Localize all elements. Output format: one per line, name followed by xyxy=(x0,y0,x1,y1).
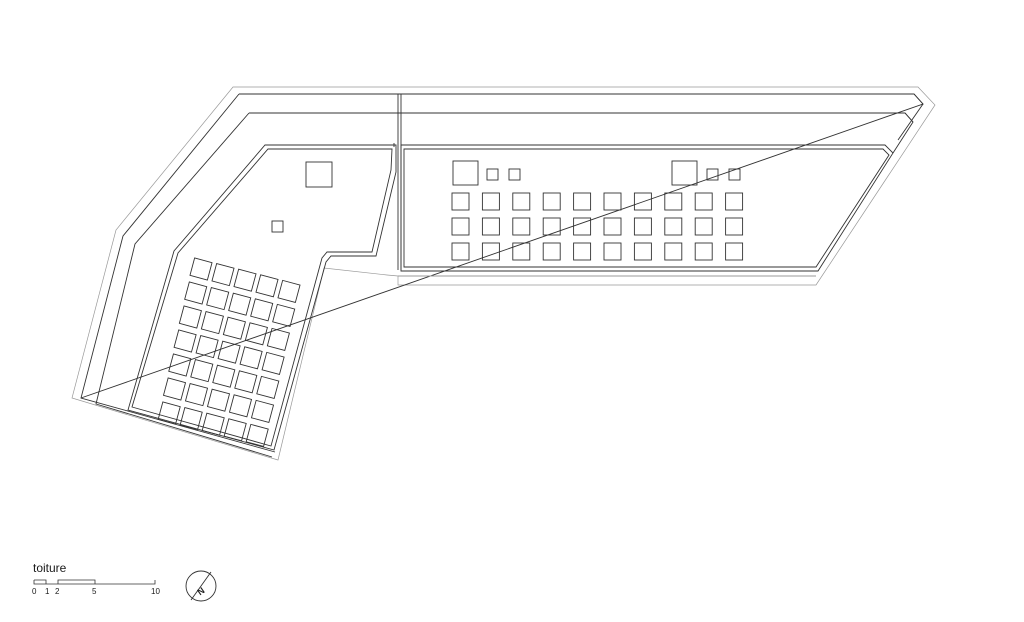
roof-hatch-large xyxy=(452,160,479,186)
skylight xyxy=(512,192,531,211)
west-roof-field xyxy=(127,144,397,451)
skylight xyxy=(603,217,622,236)
roof-hatch-large xyxy=(671,160,698,186)
skylight xyxy=(573,242,592,261)
skylight xyxy=(542,192,561,211)
skylight xyxy=(725,242,744,261)
skylight xyxy=(451,242,470,261)
skylight xyxy=(481,242,500,261)
drawing-title: toiture xyxy=(33,561,67,575)
roof-hatch-small xyxy=(508,168,521,181)
skylight xyxy=(184,281,208,305)
skylight xyxy=(217,340,241,364)
skylight xyxy=(633,242,652,261)
parapet-east-end xyxy=(892,93,924,154)
scale-tick-0: 0 xyxy=(32,587,37,596)
skylight xyxy=(633,217,652,236)
skylight xyxy=(178,305,202,329)
skylight xyxy=(173,329,197,353)
skylight xyxy=(481,217,500,236)
east-roof-field-inner xyxy=(403,148,890,268)
skylight xyxy=(266,327,290,351)
skylight xyxy=(451,192,470,211)
skylight xyxy=(725,217,744,236)
skylight xyxy=(277,279,301,303)
scale-tick-5: 5 xyxy=(92,587,97,596)
skylight xyxy=(664,192,683,211)
skylight xyxy=(157,401,181,425)
west-skylight-grid xyxy=(157,257,301,447)
scale-tick-2: 2 xyxy=(55,587,60,596)
east-roof-field xyxy=(400,144,894,272)
skylight xyxy=(694,192,713,211)
skylight xyxy=(201,412,225,436)
skylight xyxy=(256,375,280,399)
skylight xyxy=(189,257,213,281)
skylight xyxy=(633,192,652,211)
skylight xyxy=(211,263,235,287)
west-roof-field-inner xyxy=(131,148,393,447)
skylight xyxy=(233,268,257,292)
scale-tick-1: 1 xyxy=(45,587,50,596)
skylight xyxy=(261,351,285,375)
north-arrow-icon xyxy=(185,570,217,602)
scale-tick-10: 10 xyxy=(151,587,160,596)
skylight xyxy=(222,316,246,340)
skylight xyxy=(694,242,713,261)
roof-hatch-large xyxy=(305,161,333,188)
skylight xyxy=(603,192,622,211)
skylight xyxy=(542,217,561,236)
skylight xyxy=(245,423,269,447)
skylight xyxy=(603,242,622,261)
roof-hatch-small xyxy=(271,220,284,233)
skylight xyxy=(664,242,683,261)
skylight xyxy=(228,394,253,418)
roof-hatch-small xyxy=(486,168,499,181)
skylight xyxy=(228,292,252,316)
skylight xyxy=(162,377,187,401)
skylight xyxy=(451,217,470,236)
skylight xyxy=(223,418,247,442)
skylight xyxy=(272,303,296,327)
skylight xyxy=(206,388,231,412)
skylight xyxy=(542,242,561,261)
skylight xyxy=(250,298,274,322)
skylight xyxy=(184,383,209,407)
skylight xyxy=(573,192,592,211)
roof-outline-outer xyxy=(71,86,936,461)
skylight xyxy=(179,407,203,431)
skylight xyxy=(725,192,744,211)
skylight xyxy=(190,359,214,383)
skylight xyxy=(200,311,224,335)
skylight xyxy=(250,399,275,423)
skylight xyxy=(234,370,258,394)
skylight xyxy=(512,242,531,261)
skylight xyxy=(694,217,713,236)
skylight xyxy=(664,217,683,236)
skylight xyxy=(481,192,500,211)
skylight xyxy=(239,346,263,370)
skylight xyxy=(206,287,230,311)
skylight xyxy=(512,217,531,236)
skylight xyxy=(255,274,279,298)
roof-hatch-small xyxy=(706,168,719,181)
north-letter: N xyxy=(195,585,206,597)
skylight xyxy=(212,364,236,388)
roof-hatch-small xyxy=(728,168,741,181)
skylight xyxy=(168,353,192,377)
parapet-outer xyxy=(80,93,924,453)
east-skylight-grid xyxy=(451,192,744,261)
skylight xyxy=(195,335,219,359)
skylight xyxy=(573,217,592,236)
scale-bar xyxy=(33,579,156,585)
skylight xyxy=(244,322,268,346)
